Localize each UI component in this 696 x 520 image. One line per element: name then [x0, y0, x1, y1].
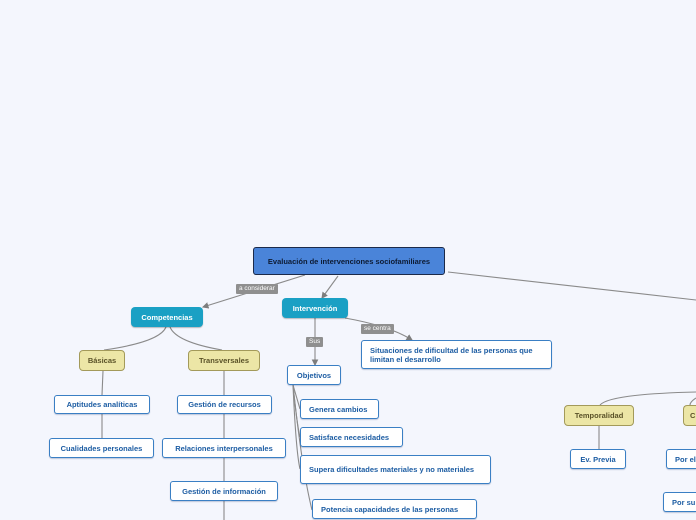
topic-gestion-recursos[interactable]: Gestión de recursos — [177, 395, 272, 414]
topic-ev-previa-text: Ev. Previa — [580, 454, 616, 464]
topic-intervencion[interactable]: Intervención — [282, 298, 348, 318]
topic-por-el-text: Por el — [675, 454, 696, 464]
topic-transversales[interactable]: Transversales — [188, 350, 260, 371]
topic-gestion-informacion[interactable]: Gestión de información — [170, 481, 278, 501]
root-topic-text: Evaluación de intervenciones sociofamili… — [267, 256, 431, 266]
topic-partial-c-text: C — [690, 411, 696, 420]
topic-relaciones-interpersonales[interactable]: Relaciones interpersonales — [162, 438, 286, 458]
topic-situaciones-dificultad[interactable]: Situaciones de dificultad de las persona… — [361, 340, 552, 369]
topic-gestion-informacion-text: Gestión de información — [182, 486, 266, 496]
topic-genera-cambios[interactable]: Genera cambios — [300, 399, 379, 419]
topic-por-el[interactable]: Por el — [666, 449, 696, 469]
root-topic[interactable]: Evaluación de intervenciones sociofamili… — [253, 247, 445, 275]
topic-por-su[interactable]: Por su — [663, 492, 696, 512]
topic-temporalidad-text: Temporalidad — [574, 411, 624, 420]
topic-por-su-text: Por su — [672, 497, 696, 507]
topic-satisface-necesidades-text: Satisface necesidades — [309, 432, 390, 442]
link-label-sus: Sus — [306, 337, 324, 347]
topic-objetivos[interactable]: Objetivos — [287, 365, 341, 385]
topic-potencia-capacidades-text: Potencia capacidades de las personas — [321, 504, 459, 514]
topic-intervencion-text: Intervención — [292, 303, 338, 313]
topic-ev-previa[interactable]: Ev. Previa — [570, 449, 626, 469]
topic-supera-dificultades[interactable]: Supera dificultades materiales y no mate… — [300, 455, 491, 484]
topic-situaciones-dificultad-text: Situaciones de dificultad de las persona… — [370, 345, 533, 364]
topic-satisface-necesidades[interactable]: Satisface necesidades — [300, 427, 403, 447]
topic-objetivos-text: Objetivos — [296, 370, 332, 380]
topic-competencias-text: Competencias — [141, 312, 193, 322]
topic-supera-dificultades-text: Supera dificultades materiales y no mate… — [309, 465, 475, 474]
topic-gestion-recursos-text: Gestión de recursos — [188, 400, 261, 409]
topic-genera-cambios-text: Genera cambios — [309, 404, 368, 414]
topic-competencias[interactable]: Competencias — [131, 307, 203, 327]
topic-aptitudes-analiticas[interactable]: Aptitudes analíticas — [54, 395, 150, 414]
topic-relaciones-interpersonales-text: Relaciones interpersonales — [175, 443, 273, 453]
topic-basicas[interactable]: Básicas — [79, 350, 125, 371]
link-label-se-centra: se centra — [361, 324, 394, 334]
topic-potencia-capacidades[interactable]: Potencia capacidades de las personas — [312, 499, 477, 519]
topic-aptitudes-analiticas-text: Aptitudes analíticas — [66, 400, 138, 409]
topic-cualidades-personales[interactable]: Cualidades personales — [49, 438, 154, 458]
topic-cualidades-personales-text: Cualidades personales — [60, 443, 143, 453]
topic-partial-c[interactable]: C — [683, 405, 696, 426]
topic-transversales-text: Transversales — [198, 356, 250, 365]
topic-basicas-text: Básicas — [87, 356, 117, 365]
link-label-a-considerar: a considerar — [236, 284, 278, 294]
topic-temporalidad[interactable]: Temporalidad — [564, 405, 634, 426]
